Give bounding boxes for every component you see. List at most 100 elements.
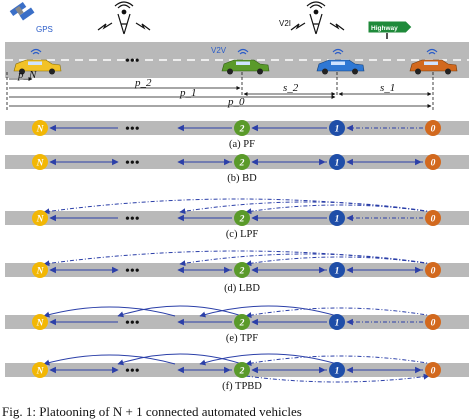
link-arc bbox=[245, 256, 434, 267]
vehicle-node-0 bbox=[425, 154, 441, 170]
position-label: p_N bbox=[17, 69, 37, 81]
topology-caption: (d) LBD bbox=[224, 283, 260, 294]
vehicle-node-2 bbox=[234, 362, 250, 378]
node-label: 2 bbox=[239, 125, 245, 135]
node-label: 2 bbox=[239, 267, 245, 277]
v2i-label: V2I bbox=[279, 19, 291, 28]
vehicle-2 bbox=[221, 48, 270, 75]
link-arc bbox=[179, 201, 434, 215]
vehicle-node-N bbox=[32, 120, 48, 136]
highway-sign: Highway bbox=[367, 20, 413, 39]
topology-row: ••• N 2 1 0 (f) TPBD bbox=[5, 353, 469, 392]
link-arc bbox=[43, 354, 176, 366]
vehicle-node-N bbox=[32, 362, 48, 378]
vehicle-node-2 bbox=[234, 210, 250, 226]
ellipsis: ••• bbox=[125, 264, 140, 279]
svg-text:Highway: Highway bbox=[371, 25, 398, 32]
link-arc bbox=[199, 305, 338, 318]
node-label: 0 bbox=[431, 215, 436, 225]
link-arc bbox=[245, 204, 434, 215]
vehicle-node-1 bbox=[329, 314, 345, 330]
node-label: N bbox=[36, 267, 45, 277]
vehicle-node-N bbox=[32, 262, 48, 278]
link-arc bbox=[245, 307, 434, 319]
spacing-label: s_1 bbox=[380, 82, 395, 94]
node-label: 2 bbox=[239, 215, 245, 225]
topology-caption: (c) LPF bbox=[226, 229, 259, 240]
gps-label: GPS bbox=[36, 25, 53, 34]
node-label: 1 bbox=[335, 367, 340, 377]
topology-caption: (f) TPBD bbox=[222, 381, 262, 392]
node-label: 2 bbox=[239, 159, 245, 169]
node-label: N bbox=[36, 125, 45, 135]
vehicle-node-N bbox=[32, 210, 48, 226]
vehicle-n bbox=[13, 48, 62, 75]
vehicle-node-1 bbox=[329, 154, 345, 170]
vehicle-node-0 bbox=[425, 314, 441, 330]
link-arc bbox=[199, 353, 338, 366]
signal-icon bbox=[329, 22, 345, 31]
position-label: p_1 bbox=[179, 87, 197, 99]
topology-caption: (a) PF bbox=[229, 139, 255, 150]
vehicle-node-1 bbox=[329, 262, 345, 278]
ellipsis: ••• bbox=[125, 122, 140, 137]
vehicle-0 bbox=[409, 48, 458, 75]
vehicle-node-1 bbox=[329, 210, 345, 226]
vehicle-node-N bbox=[32, 154, 48, 170]
link-arc bbox=[245, 373, 430, 383]
link-arc bbox=[43, 250, 434, 267]
topology-row: ••• N 2 1 0 (a) PF bbox=[5, 120, 469, 150]
vehicle-node-1 bbox=[329, 362, 345, 378]
cell-tower-icon bbox=[306, 1, 326, 35]
node-label: 2 bbox=[239, 367, 245, 377]
node-label: N bbox=[36, 367, 45, 377]
link-arc bbox=[43, 306, 176, 318]
node-label: 1 bbox=[335, 319, 340, 329]
signal-icon bbox=[135, 22, 151, 31]
node-label: 0 bbox=[431, 125, 436, 135]
node-label: 1 bbox=[335, 159, 340, 169]
ellipsis: ••• bbox=[125, 212, 140, 227]
node-label: 1 bbox=[335, 267, 340, 277]
link-arc bbox=[117, 353, 243, 366]
vehicle-node-2 bbox=[234, 262, 250, 278]
node-label: 0 bbox=[431, 367, 436, 377]
topology-caption: (e) TPF bbox=[226, 333, 258, 344]
vehicle-node-0 bbox=[425, 210, 441, 226]
signal-icon bbox=[97, 22, 113, 31]
position-label: p_0 bbox=[227, 96, 245, 108]
vehicle-node-1 bbox=[329, 120, 345, 136]
link-arc bbox=[179, 253, 434, 267]
vehicle-node-0 bbox=[425, 362, 441, 378]
link-arc bbox=[117, 305, 243, 318]
road-scene: GPS V2I Highway bbox=[5, 1, 469, 112]
topology-row: ••• N 2 1 0 (d) LBD bbox=[5, 250, 469, 294]
vehicle-1 bbox=[316, 48, 365, 75]
node-label: 1 bbox=[335, 125, 340, 135]
node-label: N bbox=[36, 215, 45, 225]
figure-caption: Fig. 1: Platooning of N + 1 connected au… bbox=[2, 404, 302, 419]
node-label: 2 bbox=[239, 319, 245, 329]
vehicle-node-0 bbox=[425, 262, 441, 278]
vehicle-node-2 bbox=[234, 314, 250, 330]
vehicle-node-0 bbox=[425, 120, 441, 136]
measurements bbox=[6, 72, 434, 112]
signal-icon bbox=[290, 22, 306, 31]
node-label: 0 bbox=[431, 319, 436, 329]
ellipsis: ••• bbox=[125, 364, 140, 379]
position-label: p_2 bbox=[134, 77, 152, 89]
node-label: 0 bbox=[431, 267, 436, 277]
link-arc bbox=[245, 355, 434, 367]
cell-tower-icon bbox=[114, 1, 134, 35]
vehicle-node-2 bbox=[234, 120, 250, 136]
node-label: N bbox=[36, 319, 45, 329]
vehicle-node-N bbox=[32, 314, 48, 330]
spacing-label: s_2 bbox=[283, 82, 299, 94]
link-arc bbox=[43, 198, 434, 215]
vehicle-node-2 bbox=[234, 154, 250, 170]
